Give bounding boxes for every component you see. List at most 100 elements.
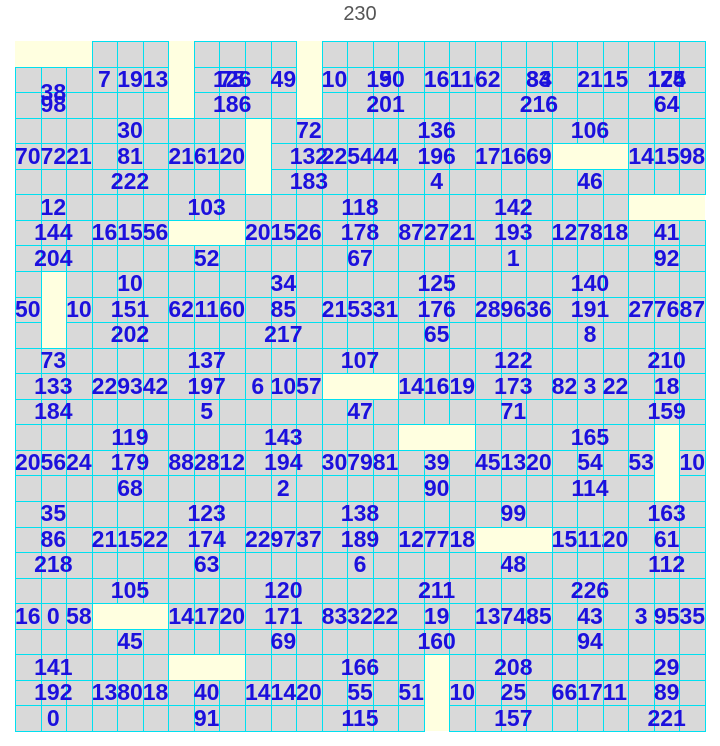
block-label: 219 [449, 221, 475, 245]
grid-cell [270, 398, 298, 426]
grid-cell [628, 705, 655, 732]
grid-cell [15, 322, 42, 349]
grid-cell [245, 705, 272, 732]
block-label: 207 [15, 451, 41, 475]
grid-cell [15, 271, 42, 298]
grid-cell [449, 322, 476, 349]
grid-cell [66, 194, 93, 221]
grid-cell [526, 628, 553, 656]
grid-cell [193, 577, 221, 605]
block-label: 142 [494, 195, 533, 219]
block-label: 55 [347, 681, 373, 705]
grid-cell [193, 66, 221, 94]
block-label: 35 [679, 604, 705, 628]
grid-cell [653, 577, 681, 605]
grid-cell [679, 117, 706, 145]
grid-cell [66, 603, 93, 630]
grid-cell [679, 143, 706, 170]
grid-cell [372, 245, 400, 272]
grid-cell [296, 654, 323, 681]
grid-cell [551, 168, 579, 196]
grid-cell [551, 245, 579, 272]
grid-cell [628, 41, 655, 68]
grid-cell [475, 577, 502, 605]
block-label: 27 [628, 297, 654, 321]
grid-cell [40, 424, 68, 451]
grid-cell [168, 628, 195, 656]
grid-cell [500, 322, 528, 349]
grid-cell [40, 552, 68, 579]
grid-cell [449, 245, 476, 272]
grid-cell [270, 92, 298, 119]
block-label: 38 [40, 80, 67, 104]
block-label: 175 [647, 67, 686, 91]
grid-cell [653, 654, 681, 681]
block-label: 139 [142, 67, 169, 91]
grid-cell [551, 194, 579, 221]
grid-cell [245, 194, 272, 221]
grid-cell [526, 219, 553, 247]
block-label: 11 [194, 297, 219, 321]
block-label: 19 [117, 67, 143, 91]
grid-cell [168, 322, 195, 349]
grid-cell [475, 271, 502, 298]
grid-cell [577, 41, 604, 68]
grid-cell [347, 271, 374, 298]
grid-cell [91, 552, 119, 579]
grid-cell [245, 92, 272, 119]
grid-cell [91, 475, 119, 502]
grid-cell [168, 705, 195, 732]
grid-cell [91, 92, 119, 119]
grid-cell [423, 245, 451, 272]
grid-cell [168, 347, 195, 375]
grid-cell [500, 117, 528, 145]
grid-cell [245, 654, 272, 681]
block-label: 31 [372, 297, 399, 321]
grid-cell [193, 117, 221, 145]
grid-cell [296, 398, 323, 426]
grid-cell [193, 322, 221, 349]
grid-cell [168, 475, 195, 502]
grid-cell [449, 347, 476, 375]
grid-cell [628, 168, 655, 196]
block-label: 14 [270, 681, 297, 705]
block-label: 124 [647, 67, 686, 91]
block-label: 106 [570, 118, 610, 142]
grid-cell [66, 66, 93, 94]
block-label: 105 [110, 578, 150, 602]
block-label: 91 [193, 706, 220, 730]
block-label: 49 [270, 67, 297, 91]
grid-cell [602, 92, 630, 119]
grid-cell [245, 398, 272, 426]
grid-cell [142, 398, 170, 426]
block-label: 102 [449, 681, 475, 705]
grid-cell [193, 398, 221, 426]
grid-cell [679, 603, 706, 630]
grid-cell [219, 322, 246, 349]
block-label: 37 [296, 527, 322, 551]
block-label: 120 [219, 451, 245, 475]
grid-cell [15, 168, 42, 196]
block-label: 20 [219, 144, 245, 168]
grid-cell [66, 398, 93, 426]
block-label: 152 [270, 221, 297, 245]
grid-cell [40, 219, 68, 247]
block-label: 69 [526, 144, 552, 168]
grid-cell [372, 628, 400, 656]
block-label: 46 [577, 170, 603, 194]
grid-cell [347, 322, 374, 349]
grid-cell [219, 501, 246, 528]
grid-cell [551, 475, 579, 502]
grid-cell [577, 501, 604, 528]
grid-cell [270, 143, 298, 170]
grid-cell [500, 577, 528, 605]
block-label: 194 [264, 451, 303, 475]
block-label: 28 [475, 297, 501, 321]
block-label: 15 [653, 144, 680, 168]
grid-cell [91, 449, 119, 477]
grid-cell [628, 424, 655, 451]
grid-cell [321, 219, 349, 247]
grid-cell [347, 168, 374, 196]
grid-cell [449, 449, 476, 477]
block-label: 29 [653, 655, 680, 679]
